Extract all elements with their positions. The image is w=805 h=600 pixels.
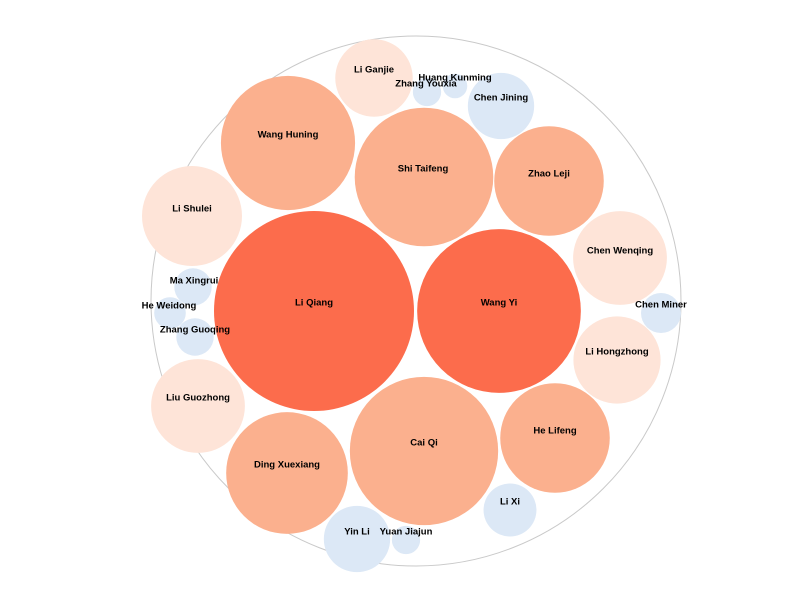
- bubble-huang-kunming: [442, 73, 468, 99]
- bubble-label-chen-wenqing: Chen Wenqing: [587, 246, 654, 257]
- bubble-label-wang-huning: Wang Huning: [258, 130, 319, 141]
- bubble-wang-yi: [417, 229, 581, 393]
- bubble-group: [142, 39, 681, 573]
- bubble-label-shi-taifeng: Shi Taifeng: [398, 164, 449, 175]
- bubble-li-xi: [483, 483, 537, 537]
- bubble-liu-guozhong: [151, 359, 245, 453]
- outer-boundary-circle: [150, 35, 682, 567]
- bubble-label-yuan-jiajun: Yuan Jiajun: [380, 527, 433, 538]
- bubble-cai-qi: [349, 376, 499, 526]
- bubble-label-zhang-guoqing: Zhang Guoqing: [160, 325, 230, 336]
- bubble-label-chen-miner: Chen Miner: [635, 300, 687, 311]
- bubble-chen-miner: [641, 293, 681, 333]
- bubble-label-li-shulei: Li Shulei: [172, 204, 212, 215]
- bubble-label-zhang-youxia: Zhang Youxia: [395, 79, 457, 90]
- bubble-label-li-qiang: Li Qiang: [295, 298, 333, 309]
- bubble-label-huang-kunming: Huang Kunming: [418, 73, 492, 84]
- bubble-ding-xuexiang: [226, 412, 348, 534]
- bubble-li-shulei: [142, 166, 242, 266]
- bubble-label-ma-xingrui: Ma Xingrui: [170, 276, 219, 287]
- bubble-he-weidong: [154, 297, 186, 329]
- bubble-label-li-ganjie: Li Ganjie: [354, 65, 394, 76]
- bubble-zhang-guoqing: [176, 318, 214, 356]
- bubble-yuan-jiajun: [391, 525, 421, 555]
- bubble-li-hongzhong: [573, 316, 661, 404]
- bubble-label-yin-li: Yin Li: [344, 527, 370, 538]
- bubble-wang-huning: [220, 75, 356, 211]
- bubble-zhao-leji: [494, 126, 604, 236]
- bubble-label-wang-yi: Wang Yi: [481, 298, 518, 309]
- bubble-ma-xingrui: [174, 268, 212, 306]
- bubble-label-li-xi: Li Xi: [500, 497, 520, 508]
- bubble-zhang-youxia: [412, 77, 442, 107]
- bubble-chen-wenqing: [573, 211, 667, 305]
- label-group: Li Qiang Wang Yi Cai Qi Shi Taifeng Wang Hun…: [142, 65, 688, 538]
- bubble-label-he-lifeng: He Lifeng: [533, 426, 576, 437]
- bubble-label-chen-jining: Chen Jining: [474, 93, 529, 104]
- bubble-label-zhao-leji: Zhao Leji: [528, 169, 570, 180]
- bubble-label-li-hongzhong: Li Hongzhong: [585, 347, 649, 358]
- bubble-yin-li: [323, 505, 391, 573]
- bubble-label-cai-qi: Cai Qi: [410, 438, 437, 449]
- bubble-label-he-weidong: He Weidong: [142, 301, 197, 312]
- bubble-li-qiang: [214, 211, 414, 411]
- bubble-he-lifeng: [500, 383, 610, 493]
- bubble-label-ding-xuexiang: Ding Xuexiang: [254, 460, 320, 471]
- bubble-label-liu-guozhong: Liu Guozhong: [166, 393, 230, 404]
- bubble-chen-jining: [467, 72, 535, 140]
- bubble-shi-taifeng: [354, 107, 494, 247]
- bubble-li-ganjie: [335, 39, 413, 117]
